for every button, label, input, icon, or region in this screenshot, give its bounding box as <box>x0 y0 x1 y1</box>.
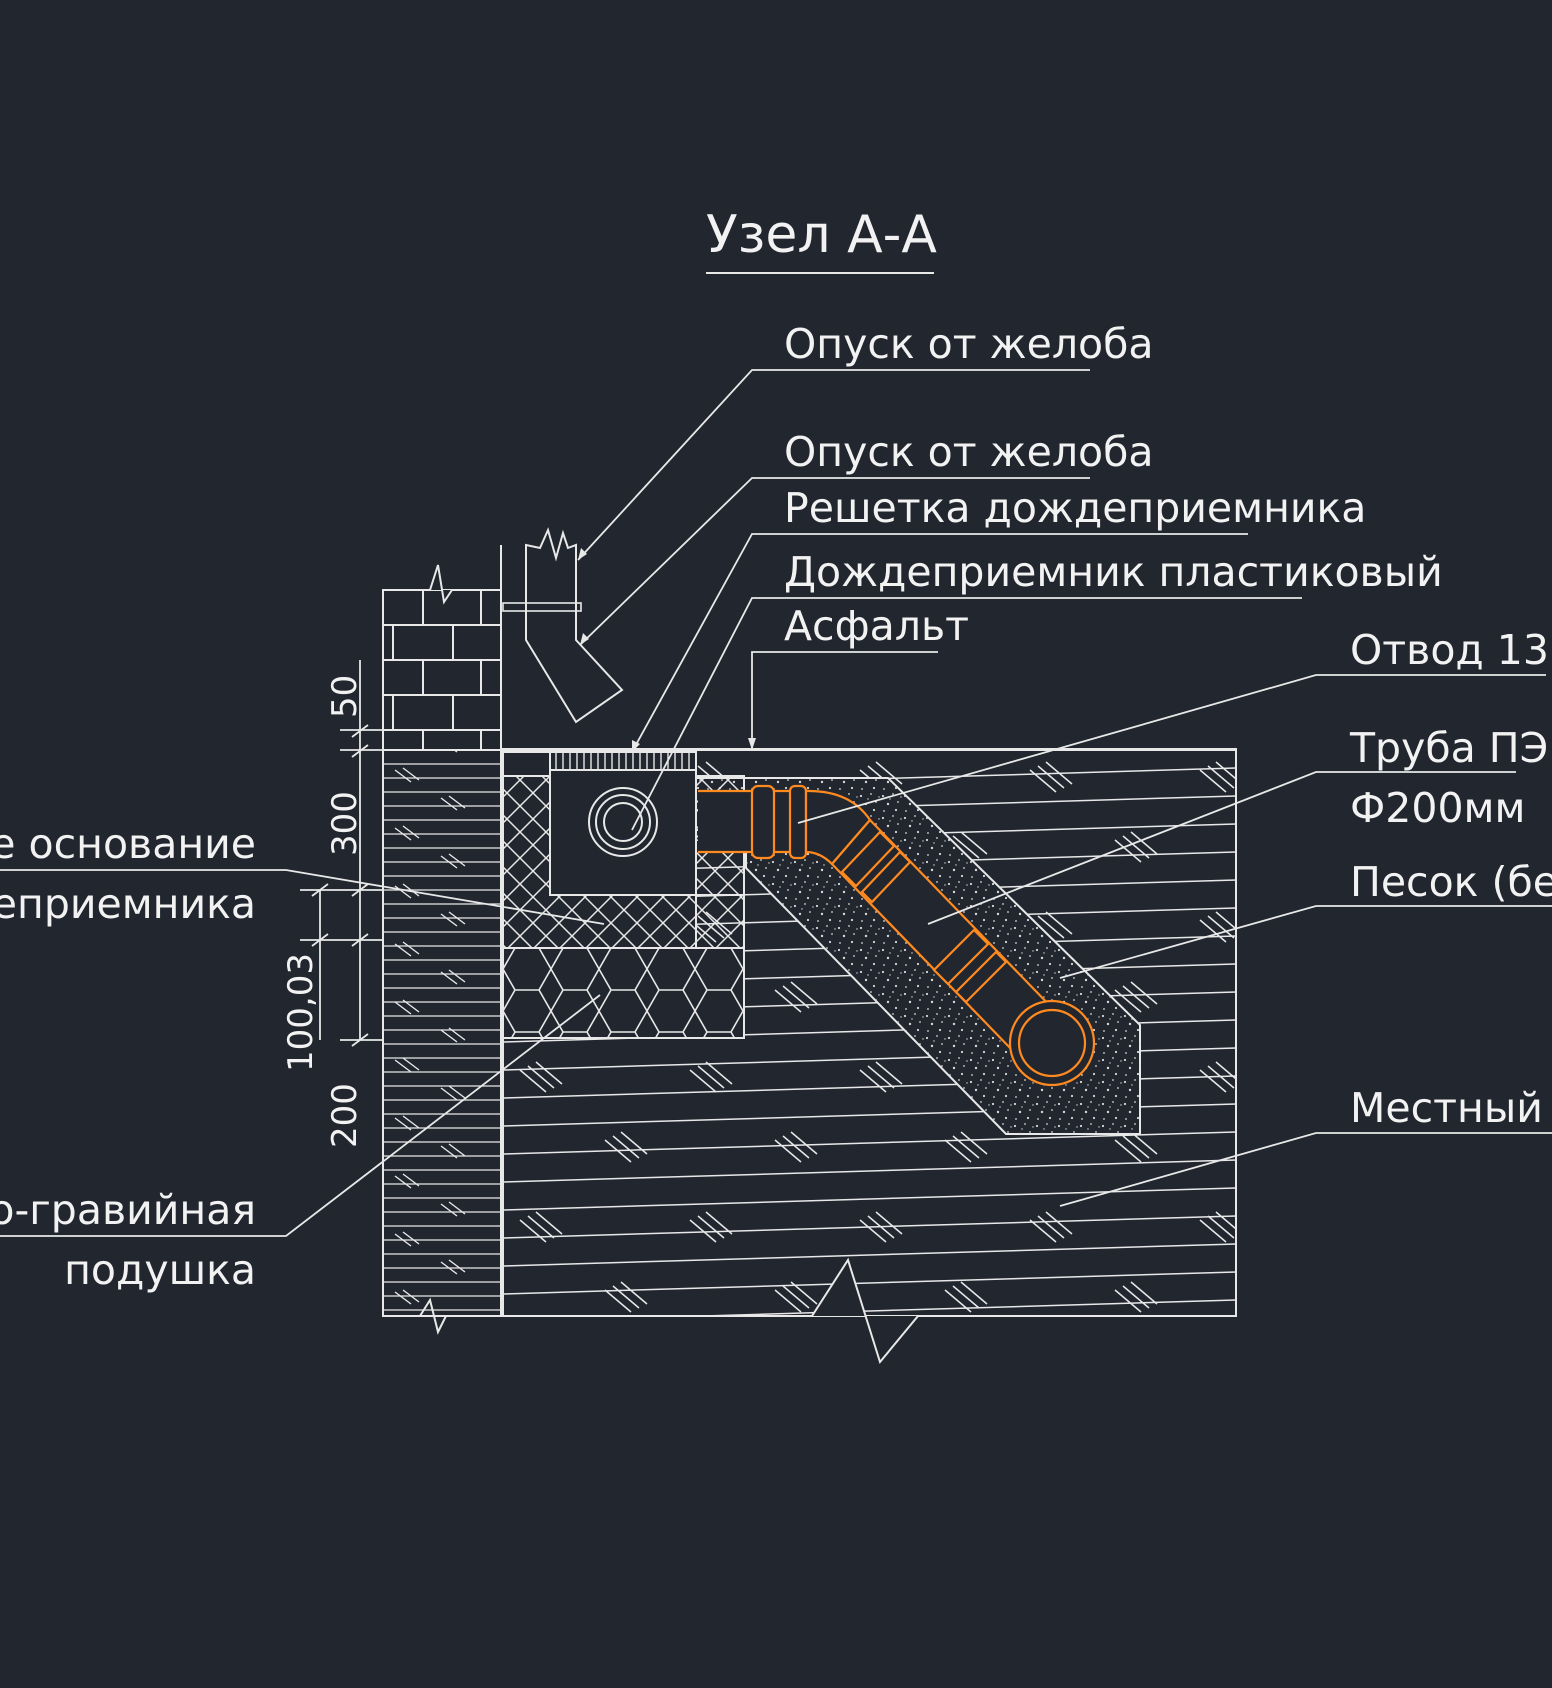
dimension-line <box>300 660 383 1047</box>
dim-200: 200 <box>325 1083 365 1148</box>
label-pipe-line2: Ф200мм <box>1350 784 1525 832</box>
label-base-line2: ождеприемника <box>0 880 256 928</box>
label-base-line1: ное основание <box>0 820 256 868</box>
rain-inlet <box>549 751 697 896</box>
label-gravel-line1: нно-гравийная <box>0 1186 256 1234</box>
label-elbow: Отвод 135° <box>1350 626 1552 674</box>
dim-300: 300 <box>325 791 365 856</box>
leader-lines <box>0 369 1552 1237</box>
gravel-cushion <box>502 947 745 1039</box>
label-gravel-line2: подушка <box>64 1246 256 1294</box>
label-downspout-2: Опуск от желоба <box>784 428 1154 476</box>
leader-arrows <box>578 548 756 752</box>
drawing-title: Узел А-А <box>706 205 937 265</box>
label-local-soil: Местный гр <box>1350 1084 1552 1132</box>
label-sand: Песок (без <box>1350 858 1552 906</box>
label-pipe-line1: Труба ПЭ <box>1349 724 1548 772</box>
dim-50: 50 <box>325 675 365 718</box>
pe-pipe <box>698 784 1096 1087</box>
brick-wall <box>382 564 502 751</box>
label-grate: Решетка дождеприемника <box>784 484 1366 532</box>
label-asphalt: Асфальт <box>784 602 969 650</box>
dim-100: 100,03 <box>281 953 321 1072</box>
foundation-wall <box>382 545 502 1335</box>
downspout <box>502 527 624 724</box>
label-downspout-1: Опуск от желоба <box>784 320 1154 368</box>
label-plastic-inlet: Дождеприемник пластиковый <box>784 548 1443 596</box>
